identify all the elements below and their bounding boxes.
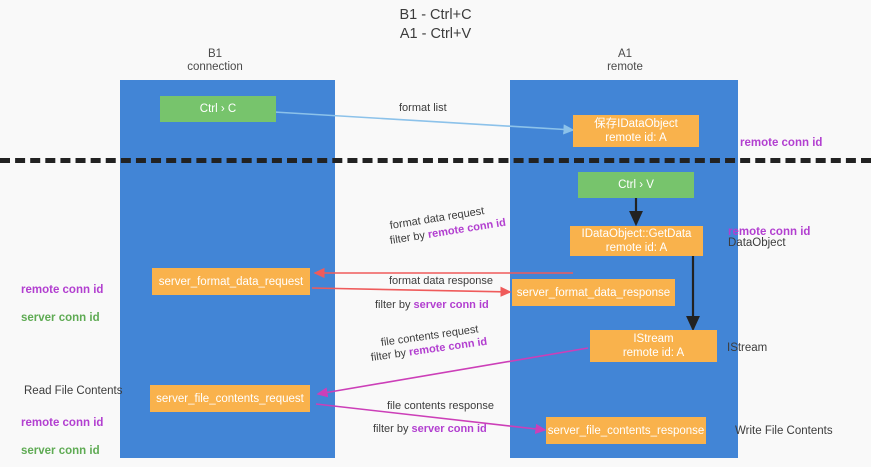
column-caption-b1: B1 connection — [187, 48, 243, 73]
edge-label-format-list: format list — [399, 102, 447, 114]
node-ctrl-c[interactable]: Ctrl › C — [160, 96, 276, 122]
edge-label-file-contents-response: file contents response — [387, 400, 495, 412]
node-getdata[interactable]: IDataObject::GetData remote id: A — [570, 226, 703, 256]
note-istream: IStream — [727, 342, 768, 354]
node-server-format-data-request[interactable]: server_format_data_request — [152, 268, 310, 295]
server-conn-id-text: server conn id — [411, 423, 487, 435]
annotation-remote-conn-id-mid: remote conn id — [728, 211, 810, 239]
annotation-conn-ids-bottom: remote conn id server conn id — [21, 402, 103, 467]
filter-by-text: filter by — [375, 299, 411, 311]
note-data-object: DataObject — [728, 237, 786, 249]
node-istream[interactable]: IStream remote id: A — [590, 330, 717, 362]
remote-conn-id-text: remote conn id — [740, 137, 823, 149]
server-conn-id-text: server conn id — [21, 445, 100, 457]
remote-conn-id-text: remote conn id — [21, 284, 104, 296]
column-caption-a1: A1 remote — [607, 48, 643, 73]
node-ctrl-v[interactable]: Ctrl › V — [578, 172, 694, 198]
node-server-file-contents-response[interactable]: server_file_contents_response — [546, 417, 706, 444]
filter-by-text: filter by — [388, 229, 426, 247]
annotation-read-file-contents: Read File Contents — [24, 385, 123, 397]
filter-by-text: filter by — [373, 423, 409, 435]
edge-label-filter-server-conn-id-1: filter by server conn id — [375, 298, 489, 313]
node-idataobject-saved[interactable]: 保存IDataObject remote id: A — [573, 115, 699, 147]
edge-label-filter-server-conn-id-2: filter by server conn id — [373, 422, 487, 437]
server-conn-id-text: server conn id — [413, 299, 489, 311]
remote-conn-id-text: remote conn id — [728, 226, 811, 238]
phase-divider — [0, 158, 871, 163]
note-write-file-contents: Write File Contents — [735, 425, 833, 437]
page-title: B1 - Ctrl+C A1 - Ctrl+V — [399, 7, 472, 42]
node-server-format-data-response[interactable]: server_format_data_response — [512, 279, 675, 306]
filter-by-text: filter by — [370, 347, 407, 364]
annotation-remote-conn-id-top: remote conn id — [740, 122, 822, 150]
remote-conn-id-text: remote conn id — [21, 417, 104, 429]
node-server-file-contents-request[interactable]: server_file_contents_request — [150, 385, 310, 412]
edge-label-format-data-response: format data response — [389, 275, 493, 287]
annotation-conn-ids-middle: remote conn id server conn id — [21, 269, 103, 339]
server-conn-id-text: server conn id — [21, 312, 100, 324]
